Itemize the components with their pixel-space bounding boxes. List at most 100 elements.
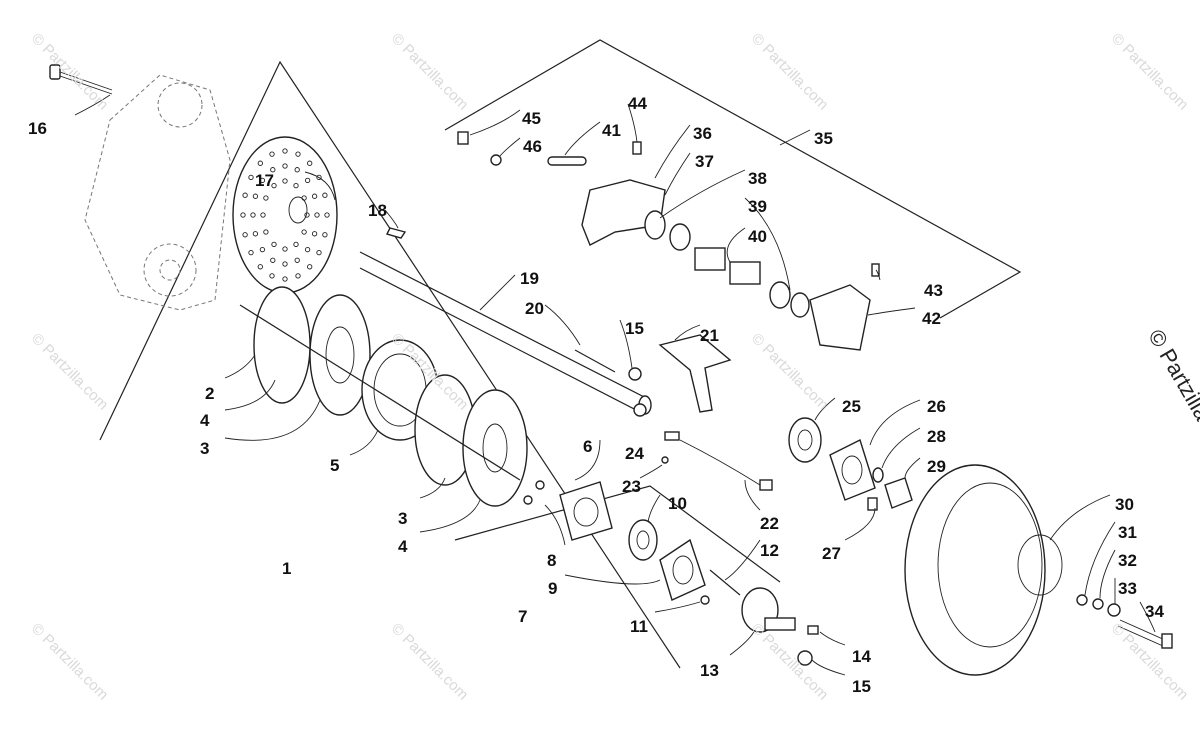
driven-clutch: [904, 464, 1063, 676]
disc-hole: [314, 212, 320, 218]
disc-hole: [282, 178, 288, 184]
callout-label-2: 2: [205, 384, 215, 403]
callout-label-18: 18: [368, 201, 387, 220]
leader-lines: [74, 94, 1156, 676]
callout-label-4: 4: [200, 411, 210, 430]
disc-hole: [307, 264, 313, 270]
disc-hole: [295, 151, 301, 157]
disc-hole: [282, 163, 288, 169]
washer-46: [490, 154, 502, 166]
piston-39b: [769, 281, 791, 309]
washer-24: [633, 403, 647, 417]
disc-hole: [259, 246, 266, 253]
callout-label-16: 16: [28, 119, 47, 138]
disc-hole: [294, 257, 300, 263]
washer-28: [872, 467, 884, 483]
pin-12: [709, 569, 741, 596]
disc-hole: [242, 192, 248, 198]
callout-label-3: 3: [398, 509, 408, 528]
flange-26: [829, 439, 876, 501]
disc-hole: [322, 232, 328, 238]
callout-label-20: 20: [525, 299, 544, 318]
bearing-housing-6: [559, 481, 613, 541]
bolt-27: [867, 497, 878, 511]
disc-hole: [259, 177, 266, 184]
sprocket-shaft: [239, 304, 521, 481]
disc-hole: [257, 264, 263, 270]
disc-hole: [240, 212, 246, 218]
callout-label-40: 40: [748, 227, 767, 246]
caliper-36: [581, 179, 666, 246]
screw-45: [457, 131, 469, 145]
bolt-16: [49, 64, 113, 95]
disc-hole: [282, 261, 288, 267]
disc-hole: [271, 241, 277, 248]
disc-hole: [301, 229, 307, 235]
disc-hole: [294, 167, 300, 173]
callout-label-9: 9: [548, 579, 558, 598]
disc-hole: [293, 241, 299, 248]
callout-label-5: 5: [330, 456, 340, 475]
sensor-22: [664, 431, 773, 491]
disc-hole: [270, 257, 276, 263]
screw-23: [661, 456, 669, 464]
callout-label-24: 24: [625, 444, 644, 463]
callout-label-4: 4: [398, 537, 408, 556]
bolt-6: [535, 480, 545, 490]
key-20: [574, 349, 616, 373]
callout-label-14: 14: [852, 647, 871, 666]
drive-sprocket-set-left: [253, 286, 371, 416]
disc-hole: [248, 174, 254, 181]
pin-41: [547, 156, 587, 166]
piston-39: [669, 223, 691, 251]
disc-hole: [316, 174, 322, 181]
fitting-44: [632, 141, 642, 155]
disc-hole: [322, 192, 328, 198]
disc-hole: [252, 231, 259, 237]
bolt-34: [1117, 619, 1173, 649]
nut-15: [797, 650, 813, 666]
disc-hole: [263, 229, 269, 235]
callout-label-32: 32: [1118, 551, 1137, 570]
washer-32: [1092, 598, 1104, 610]
disc-hole: [257, 160, 263, 166]
washer-33: [1107, 603, 1121, 617]
callout-label-41: 41: [602, 121, 621, 140]
callout-label-3: 3: [200, 439, 210, 458]
seal-38: [644, 210, 666, 240]
disc-hole: [260, 212, 266, 218]
callout-label-28: 28: [927, 427, 946, 446]
washer-15: [628, 367, 642, 381]
disc-hole: [304, 177, 311, 184]
callout-label-25: 25: [842, 397, 861, 416]
spacer-29: [884, 477, 913, 509]
group-1-bracket: [99, 60, 681, 669]
disc-hole: [269, 273, 275, 279]
callout-label-8: 8: [547, 551, 557, 570]
callout-label-15: 15: [852, 677, 871, 696]
callout-label-12: 12: [760, 541, 779, 560]
key-18: [385, 227, 407, 239]
washer-31: [1076, 594, 1088, 606]
drive-sprocket-set-right: [414, 374, 528, 507]
callout-label-13: 13: [700, 661, 719, 680]
callout-label-38: 38: [748, 169, 767, 188]
bolt-8: [523, 495, 533, 505]
callout-label-33: 33: [1118, 579, 1137, 598]
disc-hole: [311, 193, 318, 199]
callout-label-6: 6: [583, 437, 593, 456]
disc-hole: [282, 276, 288, 282]
disc-hole: [248, 249, 254, 256]
callout-label-21: 21: [700, 326, 719, 345]
callout-label-11: 11: [630, 617, 648, 636]
bracket-21: [658, 334, 732, 413]
seal-38b: [790, 292, 810, 318]
washer-11: [700, 595, 710, 605]
callout-label-31: 31: [1118, 523, 1137, 542]
group-35-bracket: [444, 39, 1022, 319]
flange-9: [659, 538, 706, 601]
disc-hole: [263, 195, 269, 201]
brake-pad-40b: [729, 261, 761, 285]
callout-label-22: 22: [760, 514, 779, 533]
